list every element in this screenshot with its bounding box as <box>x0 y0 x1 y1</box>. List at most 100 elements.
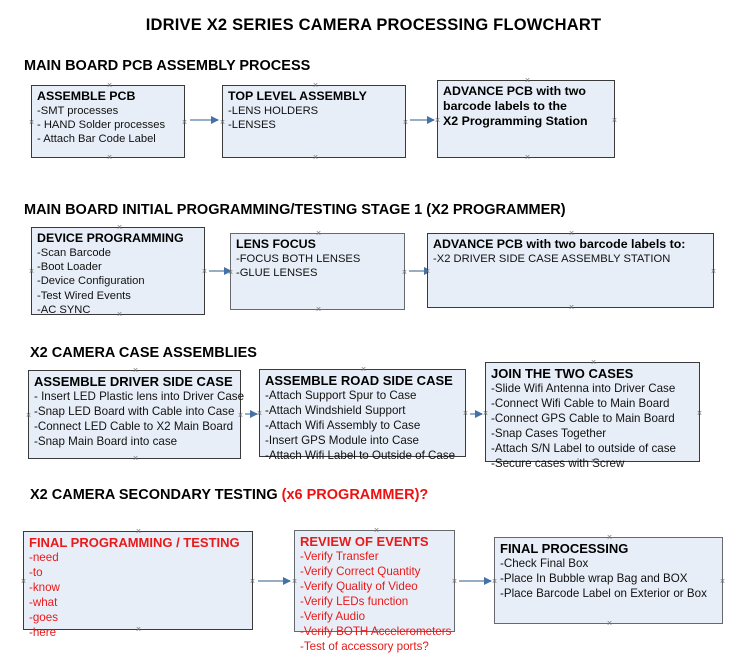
list-item: -FOCUS BOTH LENSES <box>236 253 361 265</box>
node-final-programming-testing[interactable]: FINAL PROGRAMMING / TESTING -need -to -k… <box>20 528 256 639</box>
node-title: TOP LEVEL ASSEMBLY <box>228 89 367 103</box>
anchor-handle-left <box>291 578 298 585</box>
anchor-handle-right <box>611 117 618 124</box>
node-final-processing[interactable]: FINAL PROCESSING -Check Final Box -Place… <box>494 537 723 624</box>
list-item: -here <box>29 626 57 639</box>
list-item: -LENSES <box>228 119 276 132</box>
list-item: -Snap LED Board with Cable into Case <box>34 405 235 418</box>
anchor-handle-top <box>590 359 597 366</box>
node-title: ASSEMBLE PCB <box>37 89 136 103</box>
node-title-line-3: X2 Programming Station <box>443 114 588 128</box>
node-title: LENS FOCUS <box>236 237 316 251</box>
anchor-handle-left <box>28 268 35 275</box>
node-item-list: -Attach Support Spur to Case -Attach Win… <box>265 388 461 463</box>
section-heading-x2-camera-secondary-testing: X2 CAMERA SECONDARY TESTING (x6 PROGRAMM… <box>30 487 428 503</box>
anchor-handle-right <box>402 119 409 126</box>
list-item: -Verify Transfer <box>300 550 379 563</box>
list-item: -need <box>29 551 59 564</box>
node-item-list: -FOCUS BOTH LENSES -GLUE LENSES <box>236 252 400 280</box>
anchor-handle-right <box>710 268 717 275</box>
list-item: -Snap Main Board into case <box>34 435 178 448</box>
list-item: - Attach Bar Code Label <box>37 133 156 146</box>
node-join-the-two-cases[interactable]: JOIN THE TWO CASES -Slide Wifi Antenna i… <box>485 359 703 470</box>
list-item: -Test Wired Events <box>37 289 131 302</box>
node-title: FINAL PROGRAMMING / TESTING <box>29 535 240 550</box>
anchor-handle-left <box>25 412 32 419</box>
list-item: -Attach Wifi Assembly to Case <box>265 419 421 432</box>
anchor-handle-top <box>135 528 142 535</box>
list-item: -to <box>29 566 43 579</box>
node-item-list: -Verify Transfer -Verify Correct Quantit… <box>300 549 452 654</box>
anchor-handle-right <box>181 119 188 126</box>
list-item: -Verify LEDs function <box>300 595 409 608</box>
node-title: JOIN THE TWO CASES <box>491 366 634 381</box>
section-heading-main-board-pcb-assembly: MAIN BOARD PCB ASSEMBLY PROCESS <box>24 58 310 74</box>
node-review-of-events[interactable]: REVIEW OF EVENTS -Verify Transfer -Verif… <box>291 530 455 653</box>
connector-road-side-to-join-cases <box>470 410 483 418</box>
section-heading-text: MAIN BOARD PCB ASSEMBLY PROCESS <box>24 58 311 74</box>
anchor-handle-right <box>249 578 256 585</box>
node-item-list: - Insert LED Plastic lens into Driver Ca… <box>34 389 244 449</box>
list-item: -Slide Wifi Antenna into Driver Case <box>491 382 676 395</box>
anchor-handle-left <box>491 578 498 585</box>
anchor-handle-bottom <box>312 154 319 161</box>
section-heading-text: X2 CAMERA SECONDARY TESTING <box>30 487 282 503</box>
list-item: -know <box>29 581 60 594</box>
list-item: -what <box>29 596 58 609</box>
list-item: -AC SYNC <box>37 303 91 316</box>
list-item-overflow: -Test of accessory ports? <box>300 640 429 653</box>
node-item-list: -Check Final Box -Place In Bubble wrap B… <box>500 556 718 601</box>
node-title: DEVICE PROGRAMMING <box>37 231 184 245</box>
list-item: -Check Final Box <box>500 557 589 570</box>
node-title: ASSEMBLE ROAD SIDE CASE <box>265 373 453 388</box>
list-item: -Connect Wifi Cable to Main Board <box>491 397 670 410</box>
section-heading-main-board-initial-programming: MAIN BOARD INITIAL PROGRAMMING/TESTING S… <box>24 202 566 218</box>
node-item-list: -X2 DRIVER SIDE CASE ASSEMBLY STATION <box>433 252 709 266</box>
node-title: ADVANCE PCB with two <box>443 84 586 98</box>
list-item: -goes <box>29 611 59 624</box>
list-item: -Device Configuration <box>37 275 145 288</box>
anchor-handle-top <box>106 82 113 89</box>
node-item-list: -need -to -know -what -goes -here <box>29 550 248 640</box>
node-assemble-driver-side-case[interactable]: ASSEMBLE DRIVER SIDE CASE - Insert LED P… <box>25 367 244 459</box>
list-item: -X2 DRIVER SIDE CASE ASSEMBLY STATION <box>433 253 671 265</box>
anchor-handle-top <box>568 230 575 237</box>
node-title: FINAL PROCESSING <box>500 541 629 556</box>
list-item: -Connect LED Cable to X2 Main Board <box>34 420 234 433</box>
anchor-handle-top <box>360 366 367 373</box>
node-title: ADVANCE PCB with two barcode labels to: <box>433 237 686 251</box>
node-title-line-2: barcode labels to the <box>443 99 567 113</box>
node-assemble-road-side-case[interactable]: ASSEMBLE ROAD SIDE CASE -Attach Support … <box>259 366 466 462</box>
list-item: -Attach S/N Label to outside of case <box>491 442 676 455</box>
node-device-programming[interactable]: DEVICE PROGRAMMING -Scan Barcode -Boot L… <box>28 224 205 317</box>
connector-review-of-events-to-final-processing <box>459 577 492 585</box>
list-item: -Secure cases with Screw <box>491 457 625 470</box>
anchor-handle-left <box>20 578 27 585</box>
anchor-handle-top <box>132 367 139 374</box>
anchor-handle-top <box>315 230 322 237</box>
node-lens-focus[interactable]: LENS FOCUS -FOCUS BOTH LENSES -GLUE LENS… <box>230 233 405 310</box>
anchor-handle-right <box>696 410 703 417</box>
list-item: -Place In Bubble wrap Bag and BOX <box>500 572 688 585</box>
node-item-list: -LENS HOLDERS -LENSES <box>228 104 401 132</box>
section-heading-text: MAIN BOARD INITIAL PROGRAMMING/TESTING S… <box>24 202 566 218</box>
list-item: -Scan Barcode <box>37 247 112 259</box>
list-item: -SMT processes <box>37 105 119 117</box>
list-item: -Verify Correct Quantity <box>300 565 421 578</box>
list-item: -Place Barcode Label on Exterior or Box <box>500 587 707 600</box>
list-item: -GLUE LENSES <box>236 267 318 280</box>
node-assemble-pcb[interactable]: ASSEMBLE PCB -SMT processes - HAND Solde… <box>31 85 185 158</box>
anchor-handle-left <box>28 119 35 126</box>
node-top-level-assembly[interactable]: TOP LEVEL ASSEMBLY -LENS HOLDERS -LENSES <box>222 85 406 158</box>
list-item: -Verify Audio <box>300 610 366 623</box>
list-item: -Verify BOTH Accelerometers <box>300 625 452 638</box>
anchor-handle-top <box>116 224 123 231</box>
list-item: -Boot Loader <box>37 261 102 274</box>
node-advance-pcb-driver-side-case[interactable]: ADVANCE PCB with two barcode labels to: … <box>427 233 714 308</box>
anchor-handle-right <box>401 269 408 276</box>
list-item: -LENS HOLDERS <box>228 105 319 117</box>
page-title: IDRIVE X2 SERIES CAMERA PROCESSING FLOWC… <box>145 16 602 34</box>
node-item-list: -Scan Barcode -Boot Loader -Device Confi… <box>37 246 200 317</box>
connector-device-programming-to-lens-focus <box>209 267 232 275</box>
node-advance-pcb-x2-programming-station[interactable]: ADVANCE PCB with two barcode labels to t… <box>437 80 615 158</box>
